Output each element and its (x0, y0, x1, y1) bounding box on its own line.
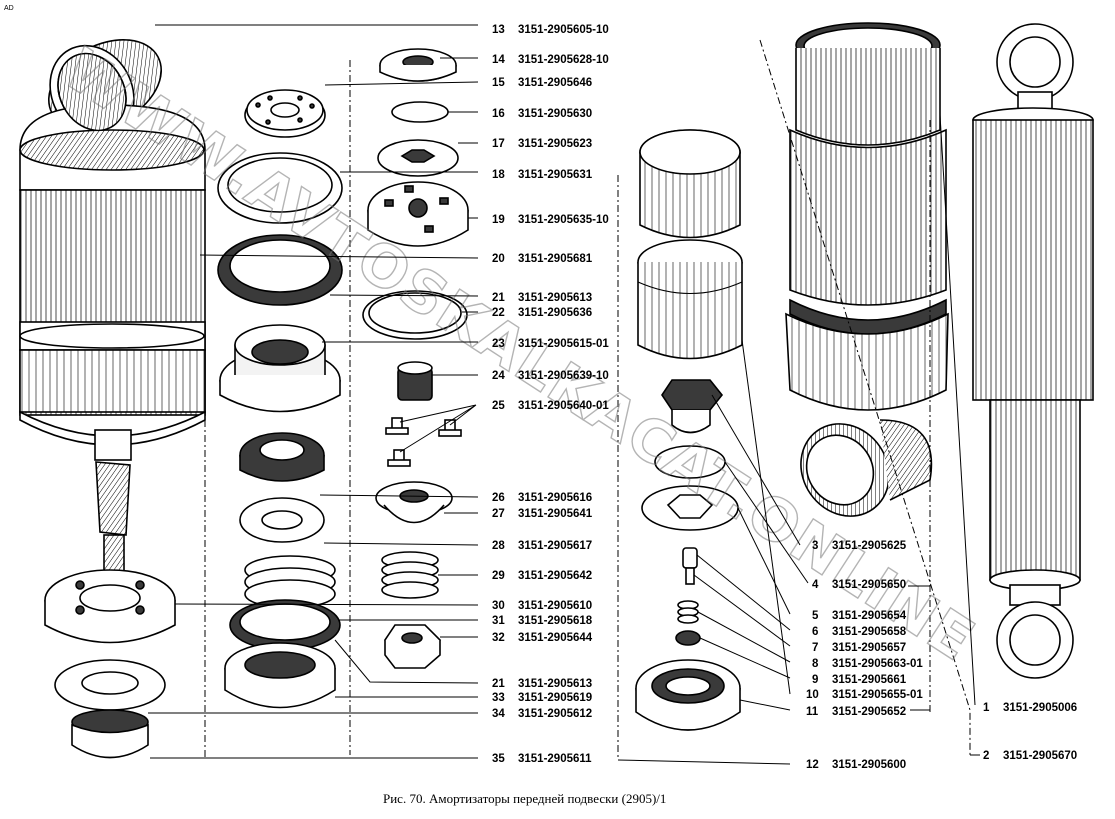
corner-mark: AD (4, 5, 14, 12)
callout-number: 30 (492, 600, 505, 612)
part-number: 3151-2905641 (518, 508, 593, 520)
callout-number: 24 (492, 370, 505, 382)
callout-number: 25 (492, 400, 505, 412)
part-number: 3151-2905661 (832, 674, 907, 686)
callout-number: 34 (492, 708, 505, 720)
callout-number: 21 (492, 678, 505, 690)
part-number: 3151-2905006 (1003, 702, 1077, 714)
callout-number: 11 (806, 706, 819, 718)
part-number: 3151-2905619 (518, 692, 592, 704)
left-shock-assembly (19, 39, 206, 759)
callout-number: 8 (812, 658, 819, 670)
part-number: 3151-2905657 (832, 642, 906, 654)
part-number: 3151-2905658 (832, 626, 907, 638)
part-number: 3151-2905639-10 (518, 370, 609, 382)
callout-number: 1 (983, 702, 990, 714)
part-number: 3151-2905628-10 (518, 54, 609, 66)
callout-number: 17 (492, 138, 505, 150)
part-number: 3151-2905617 (518, 540, 592, 552)
callout-number: 23 (492, 338, 505, 350)
callout-number: 9 (812, 674, 818, 686)
part-number: 3151-2905600 (832, 759, 906, 771)
callout-number: 19 (492, 214, 505, 226)
part-number: 3151-2905663-01 (832, 658, 923, 670)
callout-number: 32 (492, 632, 505, 644)
column-2-parts (217, 89, 343, 709)
callout-number: 21 (492, 292, 505, 304)
part-number: 3151-2905612 (518, 708, 592, 720)
part-number: 3151-2905615-01 (518, 338, 609, 350)
part-number: 3151-2905654 (832, 610, 907, 622)
part-number: 3151-2905650 (832, 579, 906, 591)
callout-number: 2 (983, 750, 989, 762)
callout-number: 14 (492, 54, 505, 66)
callout-number: 3 (812, 540, 818, 552)
callout-number: 7 (812, 642, 818, 654)
part-number: 3151-2905605-10 (518, 24, 609, 36)
callout-number: 18 (492, 169, 505, 181)
callout-number: 27 (492, 508, 505, 520)
part-number: 3151-2905652 (832, 706, 906, 718)
boot-shock (785, 22, 949, 517)
callout-number: 22 (492, 307, 505, 319)
full-shock (972, 23, 1094, 679)
callout-number: 15 (492, 77, 505, 89)
part-number: 3151-2905625 (832, 540, 907, 552)
callout-number: 12 (806, 759, 819, 771)
callout-number: 28 (492, 540, 505, 552)
part-number: 3151-2905635-10 (518, 214, 609, 226)
part-number: 3151-2905644 (518, 632, 593, 644)
callout-number: 10 (806, 689, 819, 701)
part-number: 3151-2905681 (518, 253, 593, 265)
part-number: 3151-2905640-01 (518, 400, 609, 412)
callout-number: 4 (812, 579, 819, 591)
callout-number: 20 (492, 253, 505, 265)
callout-labels: 13 3151-2905605-10 14 3151-2905628-10 15… (492, 24, 1077, 771)
callout-number: 16 (492, 108, 505, 120)
part-number: 3151-2905631 (518, 169, 593, 181)
part-number: 3151-2905616 (518, 492, 592, 504)
part-number: 3151-2905618 (518, 615, 593, 627)
column-3-parts (362, 48, 469, 669)
part-number: 3151-2905611 (518, 753, 592, 765)
part-number: 3151-2905610 (518, 600, 592, 612)
part-number: 3151-2905670 (1003, 750, 1077, 762)
callout-number: 6 (812, 626, 818, 638)
part-number: 3151-2905613 (518, 292, 592, 304)
column-4-parts (635, 129, 743, 731)
part-number: 3151-2905636 (518, 307, 592, 319)
callout-number: 31 (492, 615, 505, 627)
callout-number: 5 (812, 610, 819, 622)
part-number: 3151-2905646 (518, 77, 592, 89)
part-number: 3151-2905613 (518, 678, 592, 690)
figure-caption: Рис. 70. Амортизаторы передней подвески … (383, 791, 666, 806)
callout-number: 35 (492, 753, 505, 765)
part-number: 3151-2905655-01 (832, 689, 923, 701)
part-number: 3151-2905642 (518, 570, 592, 582)
leader-lines (148, 24, 980, 765)
callout-number: 33 (492, 692, 505, 704)
callout-number: 26 (492, 492, 505, 504)
part-number: 3151-2905630 (518, 108, 592, 120)
callout-number: 29 (492, 570, 505, 582)
callout-number: 13 (492, 24, 505, 36)
part-number: 3151-2905623 (518, 138, 592, 150)
